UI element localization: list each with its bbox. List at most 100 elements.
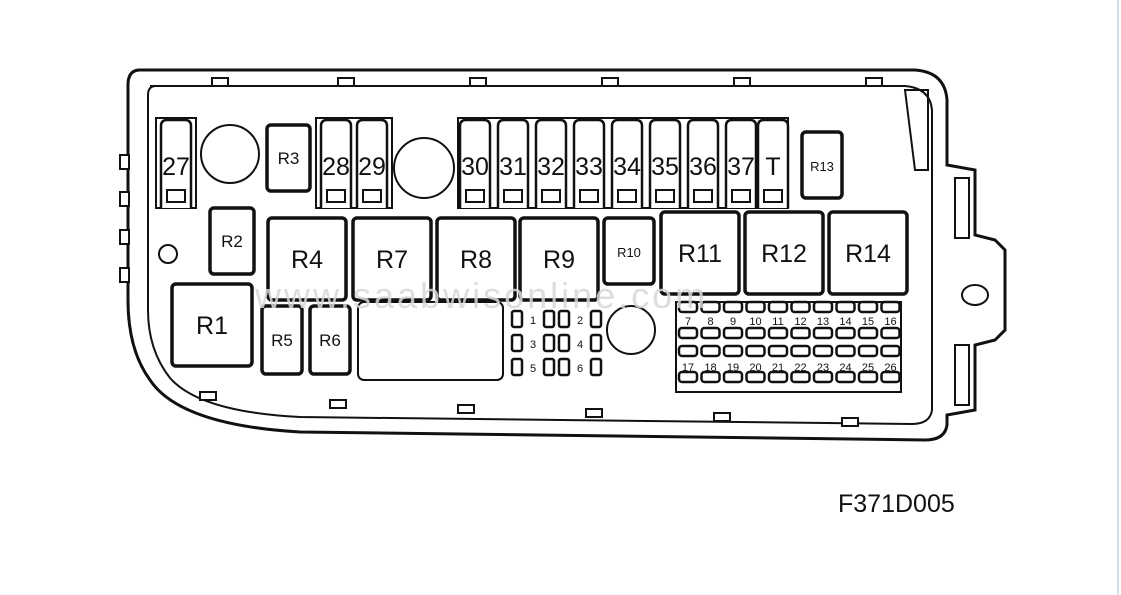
relay-body	[208, 206, 256, 276]
fuse-blade	[326, 189, 346, 203]
fuse-label: 1	[530, 315, 536, 327]
relay-body	[659, 210, 741, 296]
relay-body	[170, 282, 254, 368]
fuse-label: 10	[749, 316, 761, 328]
fuse-label: 37	[727, 153, 755, 181]
relay-label: R6	[319, 331, 341, 350]
fuse-blade	[166, 189, 186, 203]
fuse-bottom	[835, 326, 856, 340]
fuse-bottom	[722, 326, 744, 340]
fuse-label: 13	[817, 316, 829, 328]
fuse-clip-right	[589, 333, 603, 353]
pin-hole-left	[158, 244, 178, 264]
mini-fuse-9: 9	[722, 300, 744, 340]
fuse-bottom	[857, 370, 879, 384]
left-clips	[119, 154, 130, 283]
fuse-label: 35	[651, 153, 679, 181]
relay-body	[351, 216, 433, 302]
fuse-bottom	[835, 370, 856, 384]
relay-body	[800, 130, 844, 200]
relay-r4: R4	[266, 216, 348, 302]
fuse-bottom	[745, 326, 766, 340]
mini-fuse-20: 20	[745, 344, 766, 384]
mini-fuse-block	[675, 301, 902, 393]
relay-label: R2	[221, 232, 243, 251]
blank-module	[357, 301, 504, 381]
fuse-bottom	[745, 370, 766, 384]
relay-label: R3	[278, 149, 300, 168]
fuse-bottom	[790, 326, 811, 340]
fuse-label: 5	[530, 363, 536, 375]
fuse-label: 3	[530, 339, 536, 351]
fuse-top	[677, 300, 699, 314]
fuse-body	[724, 118, 758, 208]
fuse-32: 32	[534, 118, 568, 208]
fuse-blade	[541, 189, 561, 203]
relay-body	[518, 216, 600, 302]
relay-label: R8	[460, 246, 492, 274]
relay-body	[266, 216, 348, 302]
fuse-35: 35	[648, 118, 682, 208]
fuse-bottom	[812, 370, 834, 384]
fuse-30: 30	[458, 118, 492, 208]
fuse-label: 15	[862, 316, 874, 328]
fuse-top	[722, 300, 744, 314]
page-edge-line	[1117, 0, 1119, 595]
relay-r11: R11	[659, 210, 741, 296]
mounting-hole-lower	[606, 305, 656, 355]
fuse-label: 23	[817, 362, 829, 374]
relay-label: R7	[376, 246, 408, 274]
fuse-top	[677, 344, 699, 358]
fuse-top	[857, 300, 879, 314]
fuse-label: 36	[689, 153, 717, 181]
fuse-body	[686, 118, 720, 208]
fuse-label: 12	[794, 316, 806, 328]
fuse-blade	[362, 189, 382, 203]
fuse-label: 25	[862, 362, 874, 374]
fuse-label: 4	[577, 339, 583, 351]
relay-label: R4	[291, 246, 323, 274]
fuse-label: 28	[322, 153, 350, 181]
fuse-27: 27	[159, 118, 193, 208]
fuse-body	[534, 118, 568, 208]
small-fuse-1: 1	[510, 309, 556, 329]
fuse-blade	[579, 189, 599, 203]
relay-label: R9	[543, 246, 575, 274]
fuse-body	[572, 118, 606, 208]
fuse-top	[857, 344, 879, 358]
fuse-label: 34	[613, 153, 641, 181]
fuse-blade	[465, 189, 485, 203]
small-fuse-2: 2	[557, 309, 603, 329]
mini-fuse-24: 24	[835, 344, 856, 384]
mini-fuse-7: 7	[677, 300, 699, 340]
fuse-bottom	[767, 326, 789, 340]
fuse-bottom	[880, 326, 901, 340]
fuse-label: 33	[575, 153, 603, 181]
relay-r10: R10	[602, 216, 656, 286]
relay-body	[743, 210, 825, 296]
mini-fuse-25: 25	[857, 344, 879, 384]
relay-r12: R12	[743, 210, 825, 296]
relay-r3: R3	[265, 123, 312, 193]
relay-body	[435, 216, 517, 302]
fuse-top	[745, 300, 766, 314]
mini-fuse-12: 12	[790, 300, 811, 340]
mini-fuse-15: 15	[857, 300, 879, 340]
small-fuse-4: 4	[557, 333, 603, 353]
fuse-clip-right	[542, 333, 556, 353]
fuse-label: 2	[577, 315, 583, 327]
fuse-blade	[617, 189, 637, 203]
relay-label: R5	[271, 331, 293, 350]
relay-label: R1	[196, 312, 228, 340]
relay-label: R10	[617, 245, 641, 260]
fuse-clip-left	[557, 357, 571, 377]
relay-body	[308, 304, 352, 376]
fuse-label: 21	[772, 362, 784, 374]
fuse-31: 31	[496, 118, 530, 208]
fuse-label: 32	[537, 153, 565, 181]
mini-fuse-16: 16	[880, 300, 901, 340]
fuse-clip-left	[510, 357, 524, 377]
small-fuse-6: 6	[557, 357, 603, 377]
mini-fuse-14: 14	[835, 300, 856, 340]
